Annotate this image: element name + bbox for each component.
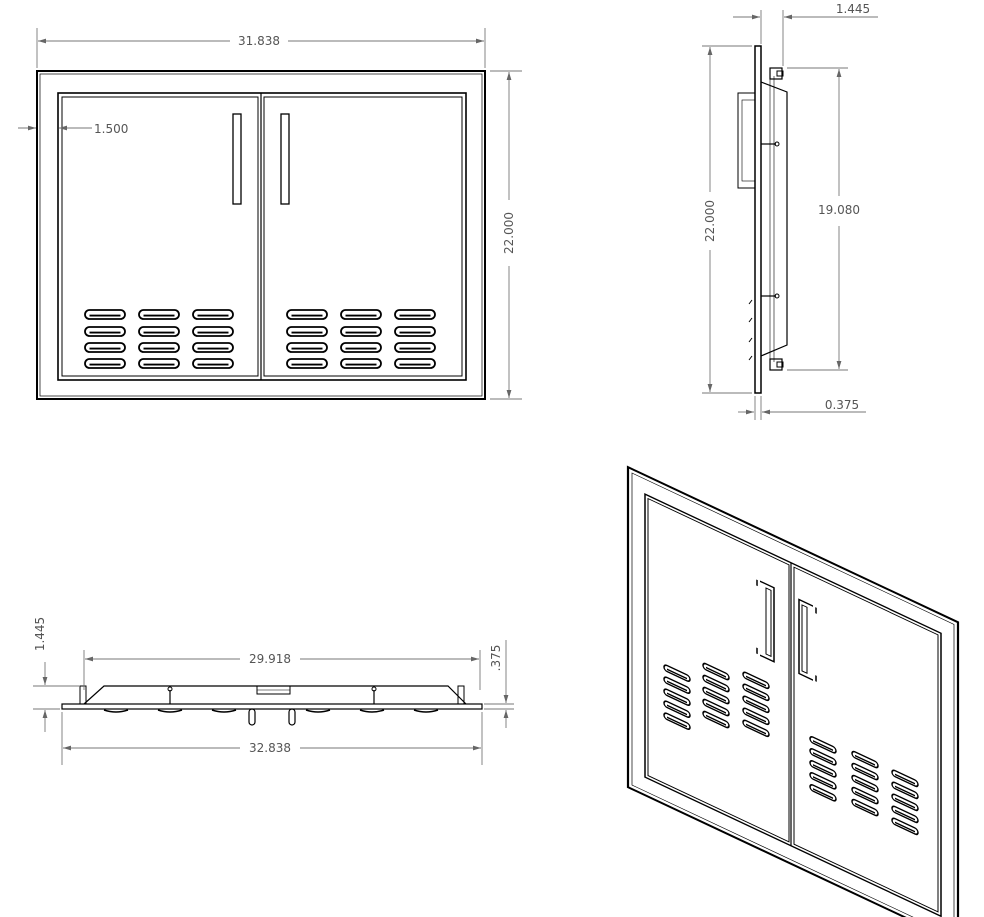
side-dimensions: 1.445 22.000 19.080 0.375	[702, 2, 878, 420]
side-handle	[737, 92, 756, 189]
right-door-handle	[280, 113, 290, 205]
left-door	[61, 96, 259, 377]
vent-slot	[851, 750, 879, 769]
top-flange-dim: .375	[489, 645, 503, 672]
vent-slot	[340, 309, 382, 320]
vent-slot	[702, 662, 730, 681]
hinge-span-dim: 19.080	[818, 203, 860, 217]
frame-width-dim: 1.500	[94, 122, 128, 136]
vent-slot	[809, 783, 837, 802]
vent-slot	[809, 759, 837, 778]
top-hinge	[769, 67, 783, 80]
vent-slot	[891, 805, 919, 824]
vent-slot	[742, 719, 770, 738]
vent-slot	[742, 707, 770, 726]
side-depth-dim: 1.445	[836, 2, 870, 16]
front-dimensions: 31.838 22.000 1.500	[18, 28, 522, 400]
vent-slot	[809, 747, 837, 766]
vent-slot	[138, 342, 180, 353]
iso-right-door	[793, 566, 939, 913]
vent-slot	[138, 358, 180, 369]
iso-left-door	[647, 497, 790, 843]
vent-slot	[891, 793, 919, 812]
vent-slot	[394, 342, 436, 353]
vent-slot	[891, 769, 919, 788]
vent-slot	[742, 695, 770, 714]
vent-slot	[702, 686, 730, 705]
isometric-view	[626, 465, 960, 917]
vent-slot	[138, 309, 180, 320]
vent-slot	[286, 358, 328, 369]
vent-slot	[192, 326, 234, 337]
vent-slot	[394, 309, 436, 320]
front-width-dim: 31.838	[238, 34, 280, 48]
iso-outer-frame	[626, 465, 960, 917]
front-view	[36, 70, 486, 400]
vent-slot	[84, 326, 126, 337]
vent-slot	[663, 664, 691, 683]
outer-frame	[36, 70, 486, 400]
vent-slot	[809, 735, 837, 754]
side-view	[737, 45, 788, 394]
vent-slot	[286, 342, 328, 353]
top-dimensions: 29.918 32.838 1.445 .375	[33, 617, 514, 765]
bottom-hinge	[769, 358, 783, 371]
vent-slot	[891, 817, 919, 836]
top-inner-width-dim: 29.918	[249, 652, 291, 666]
vent-slot	[702, 710, 730, 729]
vent-slot	[84, 358, 126, 369]
vent-slot	[192, 309, 234, 320]
vent-slot	[663, 700, 691, 719]
top-depth-dim: 1.445	[33, 617, 47, 651]
vent-slot	[192, 358, 234, 369]
vent-slot	[192, 342, 234, 353]
vent-slot	[394, 358, 436, 369]
vent-slot	[851, 786, 879, 805]
top-flange	[61, 703, 483, 710]
iso-right-handle	[798, 598, 817, 682]
iso-left-handle	[756, 579, 775, 663]
right-door	[263, 96, 463, 377]
vent-slot	[663, 676, 691, 695]
vent-slot	[394, 326, 436, 337]
vent-slot	[851, 774, 879, 793]
vent-slot	[663, 712, 691, 731]
vent-slot	[809, 771, 837, 790]
vent-slot	[742, 683, 770, 702]
front-vents	[84, 309, 436, 369]
vent-slot	[851, 798, 879, 817]
vent-slot	[340, 342, 382, 353]
side-flange	[754, 45, 762, 394]
vent-slot	[84, 342, 126, 353]
vent-slot	[340, 358, 382, 369]
left-door-handle	[232, 113, 242, 205]
vent-slot	[663, 688, 691, 707]
top-view	[61, 685, 483, 726]
iso-vents	[663, 662, 919, 836]
inner-opening	[57, 92, 467, 381]
vent-slot	[286, 309, 328, 320]
vent-slot	[340, 326, 382, 337]
side-flange-dim: 0.375	[825, 398, 859, 412]
vent-slot	[286, 326, 328, 337]
front-height-dim: 22.000	[502, 212, 516, 254]
side-height-dim: 22.000	[703, 200, 717, 242]
top-overall-width-dim: 32.838	[249, 741, 291, 755]
vent-slot	[138, 326, 180, 337]
vent-slot	[84, 309, 126, 320]
vent-slot	[742, 671, 770, 690]
vent-slot	[702, 698, 730, 717]
vent-slot	[702, 674, 730, 693]
vent-slot	[851, 762, 879, 781]
vent-slot	[891, 781, 919, 800]
